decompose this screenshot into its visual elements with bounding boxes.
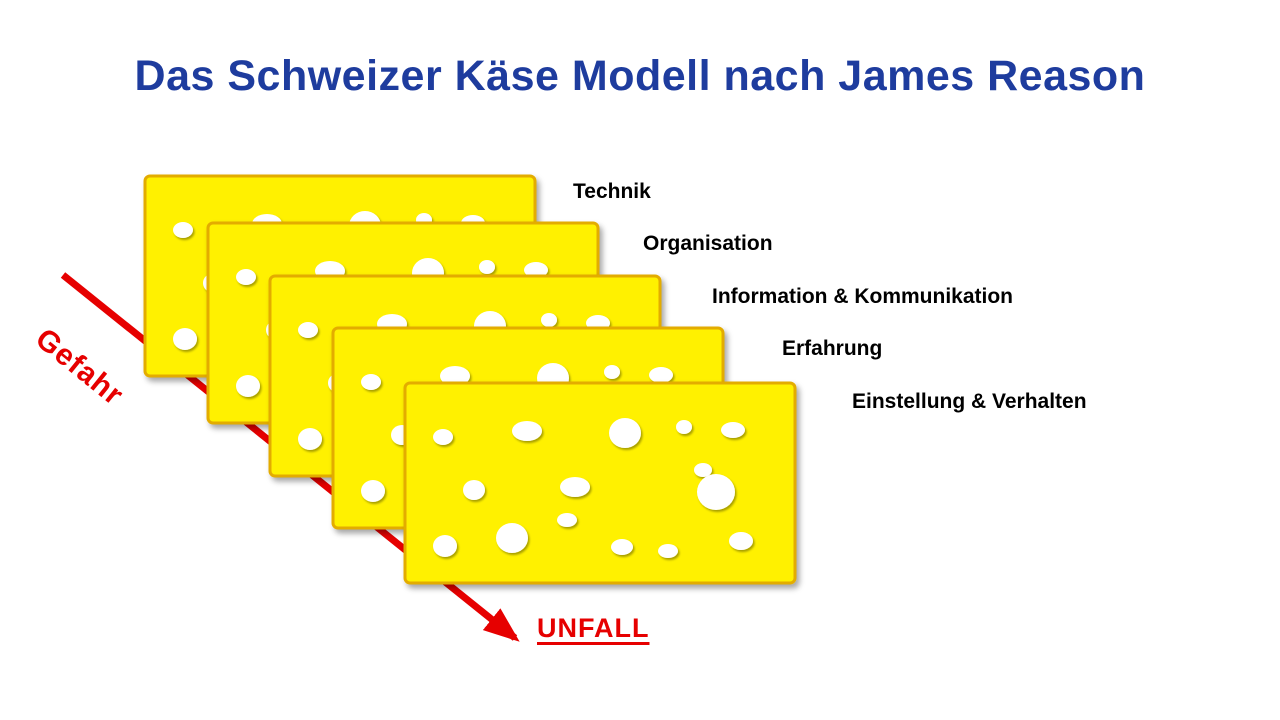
- cheese-slice-einstellung-verhalten: [405, 383, 795, 583]
- diagram-title: Das Schweizer Käse Modell nach James Rea…: [134, 52, 1146, 100]
- layer-label-technik: Technik: [573, 180, 651, 203]
- layer-label-erfahrung: Erfahrung: [782, 337, 883, 360]
- layer-label-einstellung-verhalten: Einstellung & Verhalten: [852, 390, 1087, 413]
- accident-end-label: UNFALL: [537, 613, 650, 643]
- layer-label-information-kommunikation: Information & Kommunikation: [712, 285, 1013, 308]
- layer-label-organisation: Organisation: [643, 232, 773, 255]
